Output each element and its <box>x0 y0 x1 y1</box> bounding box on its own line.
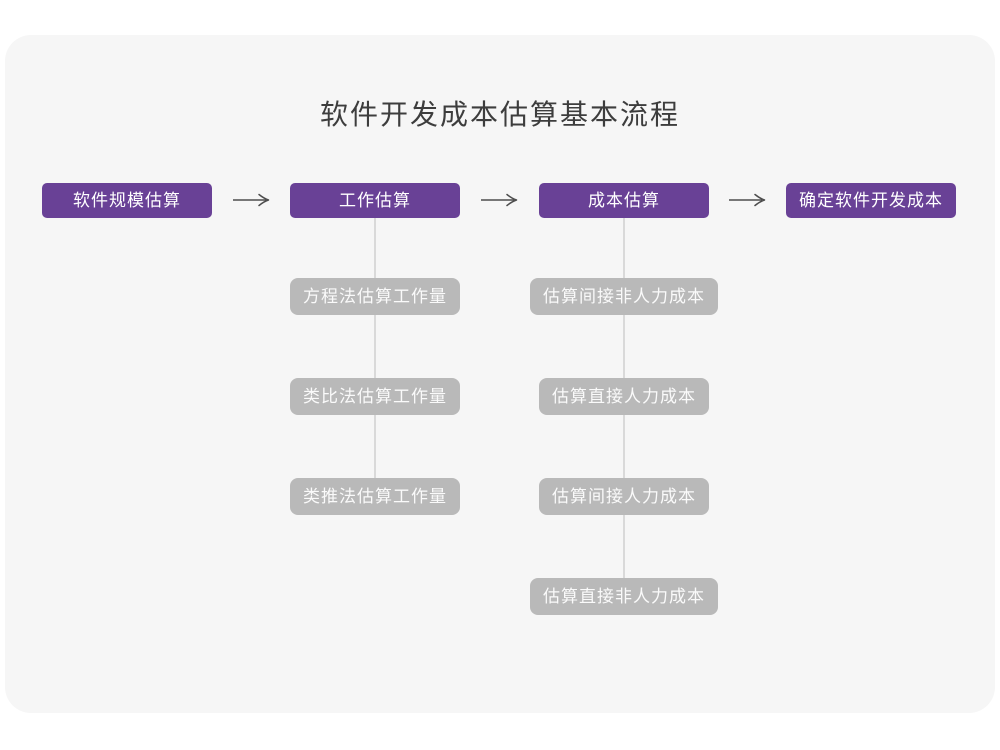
substep-analogy-method-workload: 类推法估算工作量 <box>290 478 460 515</box>
page-title: 软件开发成本估算基本流程 <box>319 99 680 130</box>
substep-direct-labor-cost: 估算直接人力成本 <box>539 378 709 415</box>
diagram-card <box>5 35 995 713</box>
substep-indirect-labor-cost: 估算间接人力成本 <box>539 478 709 515</box>
substep-direct-non-labor-cost: 估算直接非人力成本 <box>530 578 718 615</box>
substep-indirect-non-labor-cost: 估算间接非人力成本 <box>530 278 718 315</box>
stage-cost-estimation: 成本估算 <box>539 183 709 218</box>
substep-equation-method-workload: 方程法估算工作量 <box>290 278 460 315</box>
stage-software-scale-estimation: 软件规模估算 <box>42 183 212 218</box>
right-arrow-icon <box>729 193 766 207</box>
substep-comparison-method-workload: 类比法估算工作量 <box>290 378 460 415</box>
right-arrow-icon <box>481 193 518 207</box>
stage-determine-development-cost: 确定软件开发成本 <box>786 183 956 218</box>
right-arrow-icon <box>233 193 270 207</box>
stage-work-estimation: 工作估算 <box>290 183 460 218</box>
connector-line-work-estimation <box>374 218 376 478</box>
